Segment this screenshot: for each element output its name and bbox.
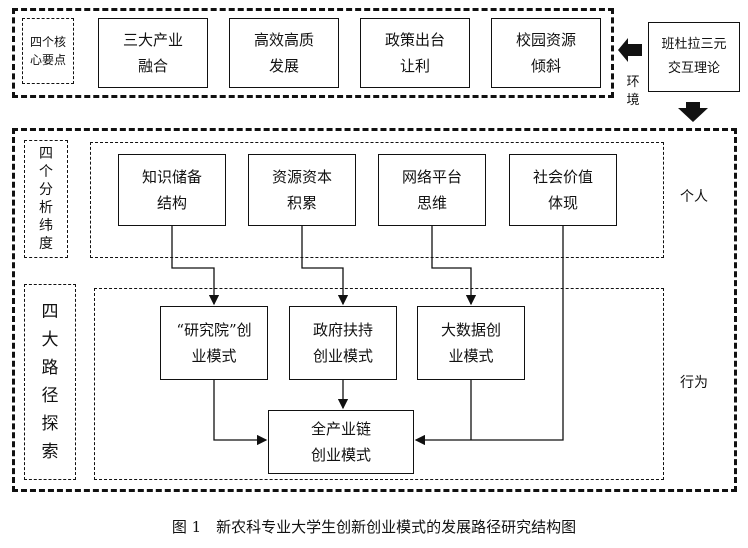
- dim-resource-capital: 资源资本积累: [248, 154, 356, 226]
- core-item-policy-benefit: 政策出台让利: [360, 18, 470, 88]
- arrow-knowledge-to-research: [171, 226, 220, 306]
- path-exploration-label: 四大路径探索: [24, 284, 76, 480]
- core-points-container: [12, 8, 614, 98]
- environment-label: 环境: [626, 75, 640, 108]
- dim-social-value: 社会价值体现: [509, 154, 617, 226]
- path-full-industry-chain: 全产业链创业模式: [268, 410, 414, 474]
- block-arrow-down-icon: [678, 102, 708, 122]
- arrow-research-to-fullchain: [213, 380, 268, 446]
- behavior-label: 行为: [680, 375, 708, 391]
- individual-label: 个人: [680, 189, 708, 205]
- figure-caption: 图 1 新农科专业大学生创新创业模式的发展路径研究结构图: [171, 518, 577, 536]
- arrow-network-to-bigdata: [431, 226, 477, 306]
- core-points-label: 四个核心要点: [22, 18, 74, 84]
- core-item-quality-development: 高效高质发展: [229, 18, 339, 88]
- arrow-resource-to-government: [301, 226, 349, 306]
- core-item-industry-fusion: 三大产业融合: [98, 18, 208, 88]
- block-arrow-left-icon: [618, 38, 642, 62]
- path-government-support: 政府扶持创业模式: [289, 306, 397, 380]
- dim-network-platform: 网络平台思维: [378, 154, 486, 226]
- core-item-campus-resources: 校园资源倾斜: [491, 18, 601, 88]
- individual-dashed-frame: [90, 142, 664, 258]
- behavior-dashed-frame: [94, 288, 664, 480]
- path-research-institute: “研究院”创业模式: [160, 306, 268, 380]
- analysis-container: [12, 128, 737, 492]
- arrow-social-to-fullchain: [414, 226, 564, 446]
- path-big-data: 大数据创业模式: [417, 306, 525, 380]
- analysis-dimensions-label: 四个分析纬度: [24, 140, 68, 258]
- dim-knowledge-structure: 知识储备结构: [118, 154, 226, 226]
- bandura-theory-box: 班杜拉三元交互理论: [648, 22, 740, 92]
